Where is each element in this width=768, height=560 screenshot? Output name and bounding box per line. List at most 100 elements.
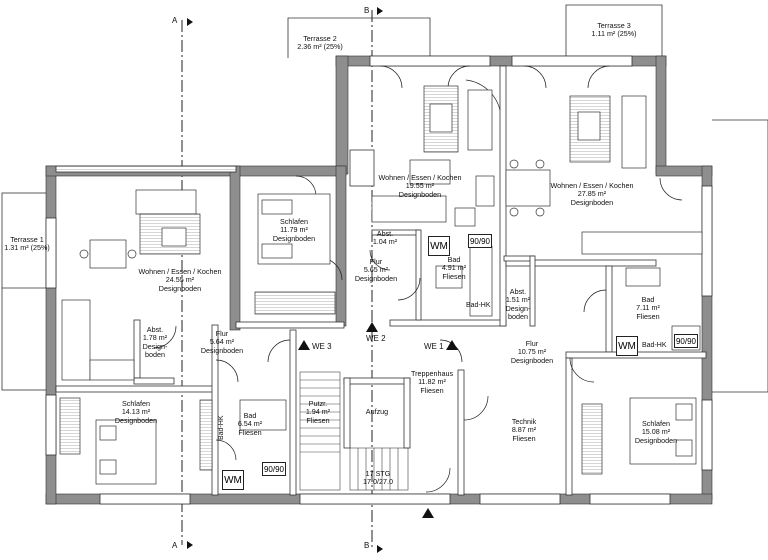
room-floor: Designboden <box>634 435 678 445</box>
room-name: Terrasse 2 <box>303 34 337 43</box>
room-abst-178: Abst. 1.78 m² Design- boden <box>142 325 168 360</box>
room-area: 1.51 m² <box>505 295 531 305</box>
room-name: Aufzug <box>365 407 389 416</box>
room-name: Wohnen / Essen / Kochen <box>550 181 634 190</box>
room-floor-2: boden <box>145 350 165 360</box>
room-name: Schlafen <box>122 399 150 408</box>
room-floor: Fliesen <box>420 385 444 395</box>
room-area: 14.13 m² <box>121 407 151 417</box>
room-area: 19.55 m² <box>405 181 435 191</box>
room-area: 5.64 m² <box>209 337 235 347</box>
room-terrasse3: Terrasse 3 1.11 m² (25%) <box>591 21 637 39</box>
windows <box>45 55 713 505</box>
bad-hk-right: Bad-HK <box>642 342 667 349</box>
room-name: Flur <box>369 257 383 266</box>
bad-hk-mid: Bad-HK <box>466 302 491 309</box>
room-area: 2.36 m² (25%) <box>297 42 343 52</box>
room-area: 1.31 m² (25%) <box>4 243 50 253</box>
section-mark-b-top: B <box>364 6 370 15</box>
stair <box>299 371 409 491</box>
shower-mid: 90/90 <box>468 234 492 248</box>
room-floor: Designboden <box>158 283 202 293</box>
room-area: 10.75 m² <box>517 347 547 357</box>
section-lines <box>181 10 373 550</box>
room-area: 1.04 m² <box>372 237 398 247</box>
door-swings <box>153 65 683 493</box>
room-name: Wohnen / Essen / Kochen <box>378 173 462 182</box>
room-bad-711: Bad 7.11 m² Fliesen <box>636 295 660 321</box>
room-name: Flur <box>525 339 539 348</box>
entrance-we3: WE 3 <box>312 342 332 351</box>
washing-machine-left: WM <box>222 470 244 490</box>
room-floor-2: boden <box>508 312 528 322</box>
room-area: 24.55 m² <box>165 275 195 285</box>
room-area: 7.11 m² <box>636 303 660 313</box>
stair-ratio: 17.0/27.0 <box>363 477 393 487</box>
room-floor: Designboden <box>114 415 158 425</box>
washing-machine-right: WM <box>616 336 638 356</box>
room-floor: Fliesen <box>238 427 262 437</box>
room-floor-1: Design- <box>142 341 168 351</box>
room-aufzug: Aufzug <box>365 407 389 416</box>
room-abst-104: Abst. 1.04 m² <box>372 229 398 247</box>
room-treppenhaus: Treppenhaus 11.82 m² Fliesen <box>410 369 454 395</box>
room-name: Abst. <box>509 287 527 296</box>
room-wek-mid: Wohnen / Essen / Kochen 19.55 m² Designb… <box>378 173 462 199</box>
room-schlafen-1413: Schlafen 14.13 m² Designboden <box>114 399 158 425</box>
stair-steps: 17 STG <box>365 469 391 478</box>
room-area: 1.94 m² <box>305 407 331 417</box>
room-area: 11.79 m² <box>280 225 308 235</box>
room-area: 27.85 m² <box>577 189 607 199</box>
room-area: 5.65 m² <box>363 265 389 275</box>
room-name: Schlafen <box>642 419 670 428</box>
room-name: Terrasse 1 <box>10 235 44 244</box>
room-area: 1.78 m² <box>142 333 168 343</box>
room-bad-654: Bad 6.54 m² Fliesen <box>238 411 262 437</box>
section-mark-b-bottom: B <box>364 541 370 550</box>
room-technik: Technik 8.87 m² Fliesen <box>511 417 537 443</box>
entrance-arrows <box>298 322 458 518</box>
room-floor: Designboden <box>272 233 316 243</box>
room-name: Schlafen <box>280 217 308 226</box>
room-floor: Fliesen <box>636 311 660 321</box>
room-name: Abst. <box>376 229 394 238</box>
room-wek-right: Wohnen / Essen / Kochen 27.85 m² Designb… <box>550 181 634 207</box>
stair-annotation: 17 STG 17.0/27.0 <box>363 469 393 487</box>
room-terrasse2: Terrasse 2 2.36 m² (25%) <box>297 34 343 52</box>
shower-left: 90/90 <box>262 462 286 476</box>
section-arrows <box>187 7 383 553</box>
room-floor: Designboden <box>398 189 442 199</box>
room-floor: Fliesen <box>306 415 330 425</box>
room-floor: Designboden <box>510 355 554 365</box>
room-area: 1.11 m² (25%) <box>591 29 637 39</box>
entrance-we2: WE 2 <box>366 334 386 343</box>
room-name: Flur <box>215 329 229 338</box>
room-name: Putzr. <box>308 399 328 408</box>
room-flur-1075: Flur 10.75 m² Designboden <box>510 339 554 365</box>
bad-hk-left: Bad-HK <box>218 415 225 440</box>
room-flur-564: Flur 5.64 m² Designboden <box>200 329 244 355</box>
room-name: Terrasse 3 <box>597 21 631 30</box>
room-area: 4.91 m² <box>441 263 467 273</box>
room-name: Bad <box>641 295 655 304</box>
room-name: Bad <box>243 411 257 420</box>
room-flur-565: Flur 5.65 m² Designboden <box>354 257 398 283</box>
room-abst-151: Abst. 1.51 m² Design- boden <box>505 287 531 322</box>
room-name: Technik <box>511 417 537 426</box>
room-floor: Fliesen <box>512 433 536 443</box>
room-floor: Designboden <box>200 345 244 355</box>
room-area: 8.87 m² <box>511 425 537 435</box>
room-schlafen-1508: Schlafen 15.08 m² Designboden <box>634 419 678 445</box>
room-name: Treppenhaus <box>410 369 454 378</box>
room-floor: Fliesen <box>442 271 466 281</box>
room-name: Bad <box>447 255 461 264</box>
room-floor: Designboden <box>570 197 614 207</box>
furniture <box>59 85 703 485</box>
room-name: Abst. <box>146 325 164 334</box>
shower-right: 90/90 <box>674 334 698 348</box>
room-terrasse1: Terrasse 1 1.31 m² (25%) <box>4 235 50 253</box>
room-floor: Designboden <box>354 273 398 283</box>
section-mark-a-top: A <box>172 16 178 25</box>
washing-machine-mid: WM <box>428 236 450 256</box>
